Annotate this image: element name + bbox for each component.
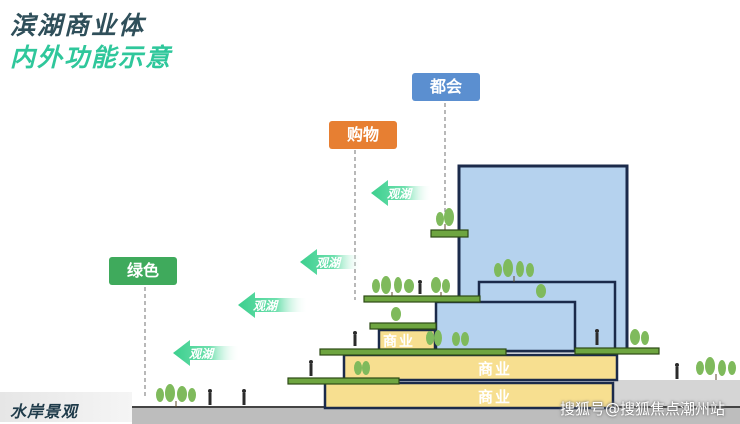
tag-lvse: 绿色 (109, 257, 177, 285)
retail-label-bottom: 商业 (478, 388, 513, 406)
retail-label-middle: 商业 (478, 360, 513, 378)
trees (156, 208, 736, 402)
view-arrow-1 (371, 180, 432, 206)
subtitle: 内外功能示意 (10, 43, 173, 72)
view-arrow-3 (238, 292, 308, 318)
view-arrow-4 (173, 340, 240, 366)
watermark: 搜狐号@搜狐焦点潮州站 (560, 400, 726, 418)
retail-block-middle (342, 353, 619, 382)
title: 滨湖商业体 (10, 11, 146, 40)
view-arrow-label-1: 观湖 (387, 187, 412, 201)
tree-trunks (175, 224, 717, 407)
people (208, 280, 679, 405)
leader-lines (144, 103, 446, 398)
shoreline-label: 水岸景观 (10, 402, 79, 421)
tag-gouwu: 购物 (329, 121, 397, 149)
retail-label-top: 商业 (383, 334, 415, 350)
view-arrows (173, 180, 432, 366)
view-arrow-2 (300, 249, 362, 275)
view-arrow-label-4: 观湖 (189, 347, 214, 361)
tag-dushi: 都会 (412, 73, 480, 101)
view-arrow-label-2: 观湖 (316, 256, 341, 270)
view-arrow-label-3: 观湖 (253, 299, 278, 313)
shoreline-band (0, 392, 132, 422)
retail-block-bottom (323, 381, 615, 410)
terraces (287, 229, 660, 385)
